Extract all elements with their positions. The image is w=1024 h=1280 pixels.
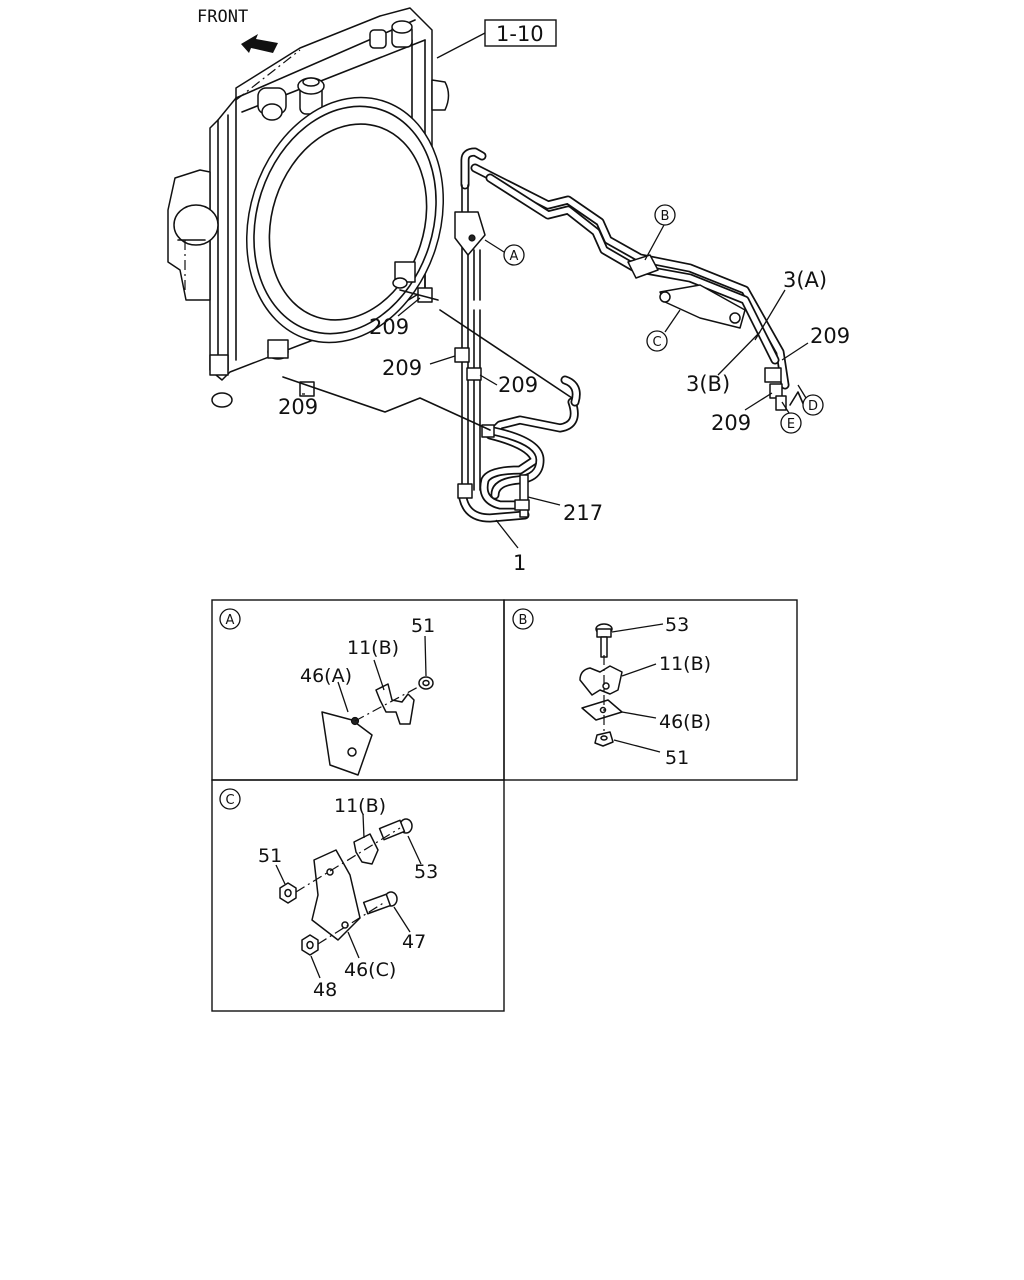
callout-circle-b-label: B bbox=[661, 209, 670, 224]
bracket-46a bbox=[321, 711, 373, 776]
callout-217[interactable]: 217 bbox=[563, 501, 603, 525]
detail-box-c bbox=[211, 779, 505, 1012]
callout-3a[interactable]: 3(A) bbox=[783, 268, 827, 292]
detail-box-b bbox=[503, 599, 798, 781]
callout-circle-e-label: E bbox=[787, 417, 795, 432]
label-46a[interactable]: 46(A) bbox=[300, 665, 352, 687]
detail-b-letter-circle bbox=[512, 608, 534, 630]
label-11b-b[interactable]: 11(B) bbox=[659, 653, 711, 675]
detail-c: C 11(B) 51 53 47 46(C) 48 bbox=[219, 788, 438, 1001]
callout-circle-b[interactable] bbox=[654, 204, 676, 226]
label-48-c[interactable]: 48 bbox=[313, 979, 337, 1001]
callout-circle-a-label: A bbox=[510, 249, 519, 264]
callout-circle-e[interactable] bbox=[780, 412, 802, 434]
callout-209-lower-left[interactable]: 209 bbox=[278, 395, 318, 419]
label-11b-a[interactable]: 11(B) bbox=[347, 637, 399, 659]
callout-209-pipe-right[interactable]: 209 bbox=[498, 373, 538, 397]
label-46b[interactable]: 46(B) bbox=[659, 711, 711, 733]
label-51-a[interactable]: 51 bbox=[411, 615, 435, 637]
detail-a: A 46(A) 11(B) 51 bbox=[219, 608, 435, 776]
front-indicator: FRONT bbox=[197, 7, 278, 53]
reference-box[interactable]: 1-10 bbox=[436, 19, 557, 59]
radiator-assembly bbox=[167, 7, 450, 408]
detail-grid bbox=[211, 599, 798, 1012]
callout-1[interactable]: 1 bbox=[513, 551, 526, 575]
label-53-c[interactable]: 53 bbox=[414, 861, 438, 883]
callout-209-right-upper[interactable]: 209 bbox=[810, 324, 850, 348]
callout-circle-d[interactable] bbox=[802, 394, 824, 416]
clamp-11b-a bbox=[375, 683, 415, 725]
callout-circle-d-label: D bbox=[808, 399, 818, 414]
detail-b: B 53 11(B) 46(B) 51 bbox=[512, 608, 711, 769]
label-53-b[interactable]: 53 bbox=[665, 614, 689, 636]
label-46c[interactable]: 46(C) bbox=[344, 959, 396, 981]
reference-box-label: 1-10 bbox=[496, 22, 544, 46]
callout-3b[interactable]: 3(B) bbox=[686, 372, 730, 396]
callout-circle-c[interactable] bbox=[646, 330, 668, 352]
label-51-b[interactable]: 51 bbox=[665, 747, 689, 769]
front-arrow-icon bbox=[241, 34, 278, 53]
detail-b-letter: B bbox=[519, 613, 528, 628]
oil-cooler-pipes bbox=[282, 147, 806, 523]
label-11b-c[interactable]: 11(B) bbox=[334, 795, 386, 817]
detail-c-letter-circle bbox=[219, 788, 241, 810]
bracket-46c bbox=[311, 849, 361, 941]
clamp-11b-b bbox=[579, 665, 623, 696]
detail-a-letter-circle bbox=[219, 608, 241, 630]
callout-circle-a[interactable] bbox=[503, 244, 525, 266]
label-51-c[interactable]: 51 bbox=[258, 845, 282, 867]
label-47-c[interactable]: 47 bbox=[402, 931, 426, 953]
detail-c-letter: C bbox=[225, 793, 234, 808]
callout-209-right-lower[interactable]: 209 bbox=[711, 411, 751, 435]
front-label: FRONT bbox=[197, 7, 248, 27]
callout-209-pipe-left[interactable]: 209 bbox=[382, 356, 422, 380]
callout-209-radiator[interactable]: 209 bbox=[369, 315, 409, 339]
main-callouts: A B C D E 3(A) 3(B) 209 209 209 bbox=[278, 204, 850, 575]
callout-circle-c-label: C bbox=[652, 335, 661, 350]
detail-a-letter: A bbox=[226, 613, 235, 628]
